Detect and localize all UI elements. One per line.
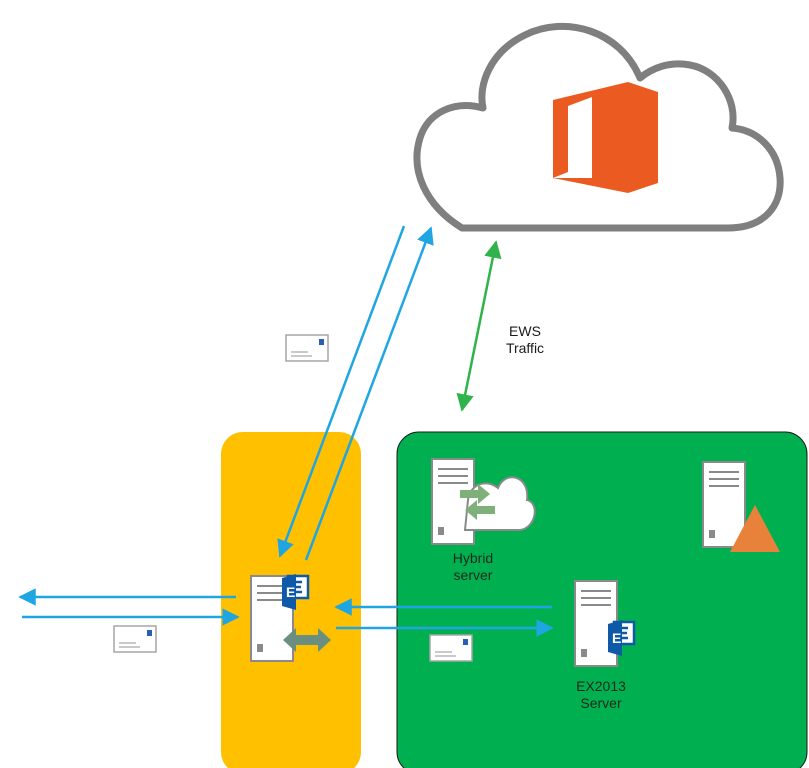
ews-label-line1: EWS — [509, 323, 541, 339]
mail-flow-arrow-to-cloud — [304, 226, 434, 561]
mail-flow-arrow-to-edge — [277, 225, 406, 558]
envelope-icon — [113, 625, 157, 653]
edge-server-icon — [250, 572, 331, 662]
bidirectional-arrow-icon — [283, 628, 331, 652]
office-logo-icon — [553, 82, 658, 193]
hybrid-server-label: Hybrid server — [438, 550, 508, 584]
hybrid-label-line1: Hybrid — [452, 550, 494, 566]
ex2013-label-line1: EX2013 — [576, 678, 626, 694]
ews-traffic-label: EWS Traffic — [490, 323, 560, 357]
hybrid-server-icon — [431, 458, 536, 545]
ex2013-label-line2: Server — [580, 695, 622, 711]
ex2013-server-label: EX2013 Server — [566, 678, 636, 712]
ews-traffic-arrow — [456, 240, 502, 412]
ews-label-line2: Traffic — [505, 340, 545, 356]
server-with-warning-icon — [702, 461, 780, 552]
envelope-icon — [285, 334, 329, 362]
warning-triangle-icon — [730, 505, 780, 552]
envelope-icon — [429, 634, 473, 662]
hybrid-label-line2: server — [453, 567, 493, 583]
